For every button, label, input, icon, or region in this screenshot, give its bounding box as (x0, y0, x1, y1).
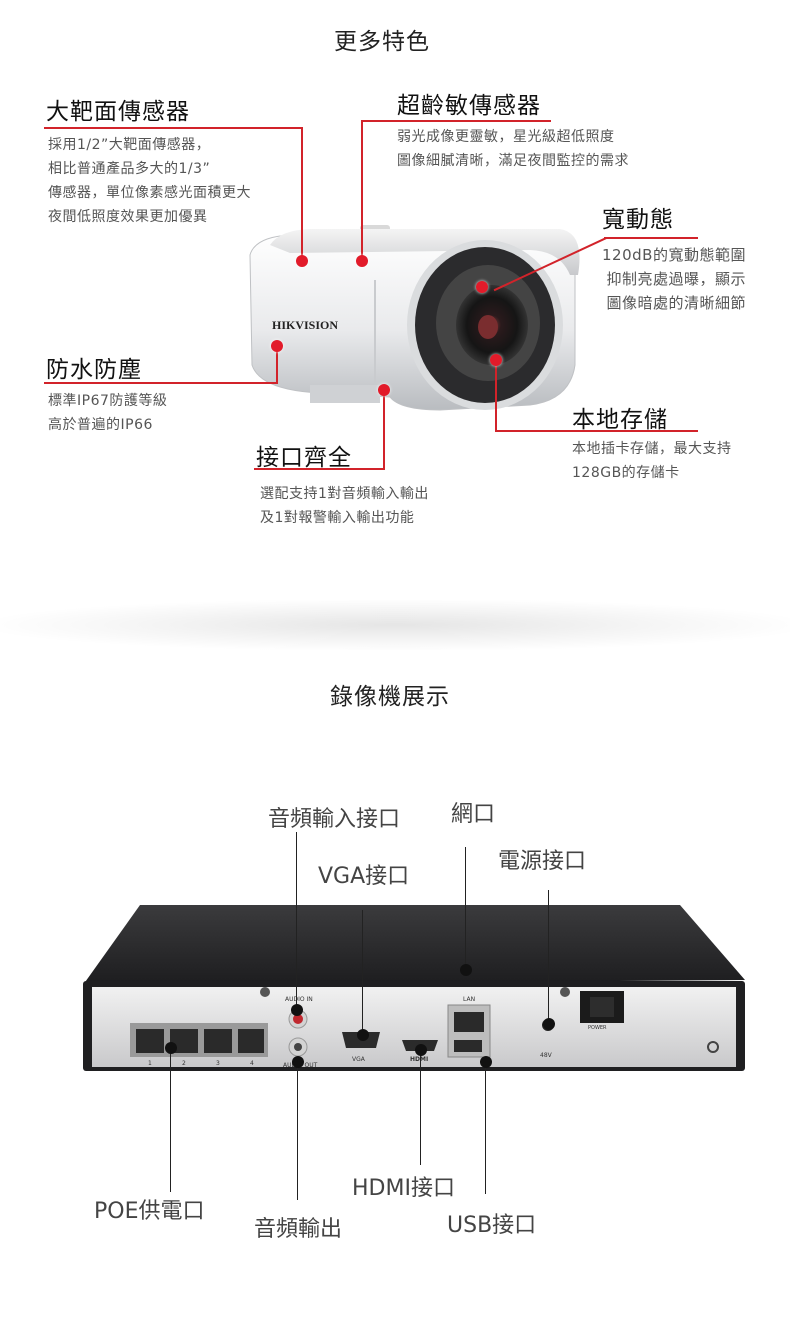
panel-label-audio-in: AUDIO IN (285, 996, 313, 1003)
feature-desc-starlight-sensor: 弱光成像更靈敏，星光級超低照度 圖像細膩清晰，滿足夜間監控的需求 (397, 129, 629, 169)
section-title-nvr: 錄像機展示 (330, 684, 450, 710)
feature-desc-large-sensor: 採用1/2”大靶面傳感器， 相比普通產品多大的1/3” 傳感器，單位像素感光面積… (48, 137, 251, 225)
callout-hdmi: HDMI接口 (352, 1176, 455, 1201)
nvr-recorder-image: 1 2 3 4 AUDIO IN AUDIO OUT VGA HDMI LAN … (83, 905, 745, 1071)
poe-port-label-2: 2 (182, 1060, 186, 1067)
feature-title-interfaces: 接口齊全 (256, 445, 352, 471)
bullet-camera-image: HIKVISION (249, 225, 580, 411)
section-divider-shadow (0, 600, 790, 650)
hotspot-poe (165, 1042, 177, 1054)
panel-label-power: POWER (588, 1025, 607, 1031)
hotspot-interfaces (378, 384, 390, 396)
poe-port-label-1: 1 (148, 1060, 152, 1067)
hotspot-lan (460, 964, 472, 976)
camera-brand-logo: HIKVISION (272, 318, 338, 332)
callout-power: 電源接口 (498, 849, 587, 874)
panel-label-lan: LAN (463, 996, 475, 1003)
feature-desc-waterproof: 標準IP67防護等級 高於普遍的IP66 (48, 393, 168, 433)
hotspot-power (543, 1018, 555, 1030)
hotspot-audio-in (291, 1004, 303, 1016)
hotspot-waterproof (271, 340, 283, 352)
hotspot-hdmi (415, 1044, 427, 1056)
panel-label-dc: 48V (540, 1052, 553, 1059)
callout-poe: POE供電口 (94, 1199, 205, 1224)
hotspot-vga (357, 1029, 369, 1041)
feature-desc-storage: 本地插卡存儲，最大支持 128GB的存儲卡 (572, 441, 732, 481)
hotspot-starlight-sensor (356, 255, 368, 267)
feature-title-large-sensor: 大靶面傳感器 (46, 99, 190, 125)
feature-title-waterproof: 防水防塵 (46, 357, 142, 383)
feature-desc-wdr: 120dB的寬動態範圍 抑制亮處過曝，顯示 圖像暗處的清晰細節 (602, 246, 746, 312)
hotspot-storage (490, 354, 502, 366)
callout-lan: 網口 (451, 802, 496, 827)
feature-title-storage: 本地存儲 (572, 407, 668, 433)
hotspot-usb (480, 1056, 492, 1068)
callout-usb: USB接口 (447, 1213, 537, 1238)
feature-desc-interfaces: 選配支持1對音頻輸入輸出 及1對報警輸入輸出功能 (260, 486, 429, 526)
section-title-features: 更多特色 (334, 29, 430, 55)
hotspot-large-sensor (296, 255, 308, 267)
hotspot-audio-out (292, 1056, 304, 1068)
hotspot-wdr (476, 281, 488, 293)
feature-title-wdr: 寬動態 (602, 207, 674, 233)
callout-vga: VGA接口 (318, 864, 410, 889)
panel-label-hdmi: HDMI (410, 1056, 428, 1063)
callout-audio-in: 音頻輸入接口 (268, 807, 401, 832)
poe-port-label-4: 4 (250, 1060, 254, 1067)
poe-port-label-3: 3 (216, 1060, 220, 1067)
feature-title-starlight-sensor: 超齡敏傳感器 (397, 93, 541, 119)
panel-label-vga: VGA (352, 1056, 366, 1063)
callout-audio-out: 音頻輸出 (254, 1217, 343, 1242)
